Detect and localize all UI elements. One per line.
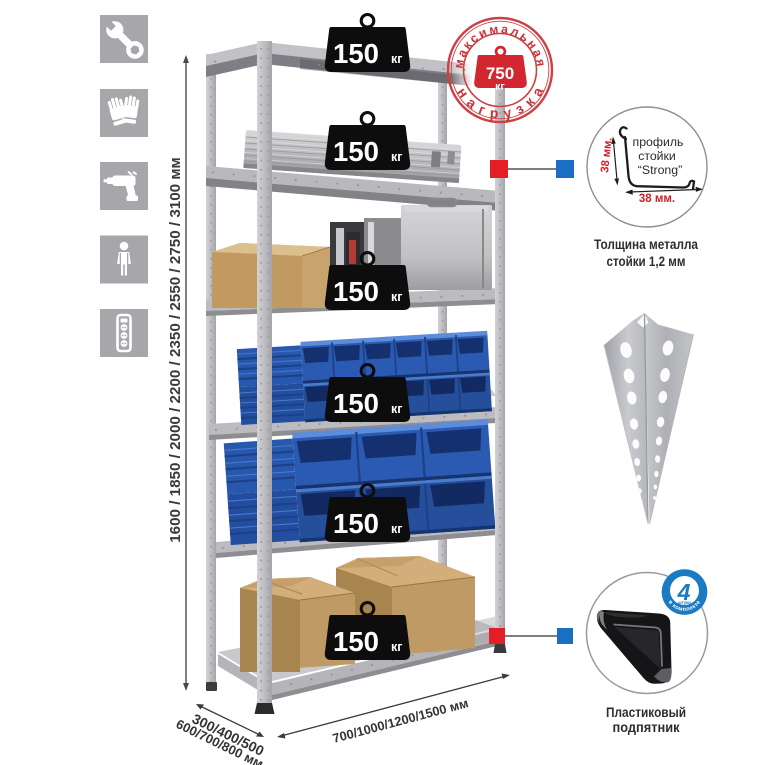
svg-text:Толщина металла: Толщина металла	[594, 237, 698, 252]
svg-text:Пластиковый: Пластиковый	[606, 705, 686, 720]
svg-text:“Strong”: “Strong”	[638, 163, 682, 177]
svg-text:1600 / 1850 / 2000 / 2200 / 23: 1600 / 1850 / 2000 / 2200 / 2350 / 2550 …	[167, 157, 184, 543]
svg-text:38 мм.: 38 мм.	[639, 193, 675, 205]
svg-text:стойки: стойки	[638, 149, 676, 163]
svg-text:стойки 1,2 мм: стойки 1,2 мм	[607, 254, 686, 269]
svg-text:700/1000/1200/1500 мм: 700/1000/1200/1500 мм	[331, 695, 470, 746]
svg-text:подпятник: подпятник	[613, 720, 680, 735]
svg-text:38 мм.: 38 мм.	[599, 137, 615, 173]
svg-text:штуки: штуки	[678, 600, 691, 605]
svg-text:150: 150	[333, 38, 379, 69]
svg-text:4: 4	[677, 579, 691, 605]
svg-text:кг: кг	[495, 81, 505, 93]
svg-text:750: 750	[486, 64, 514, 83]
svg-text:профиль: профиль	[633, 135, 684, 149]
svg-text:кг: кг	[391, 52, 402, 66]
